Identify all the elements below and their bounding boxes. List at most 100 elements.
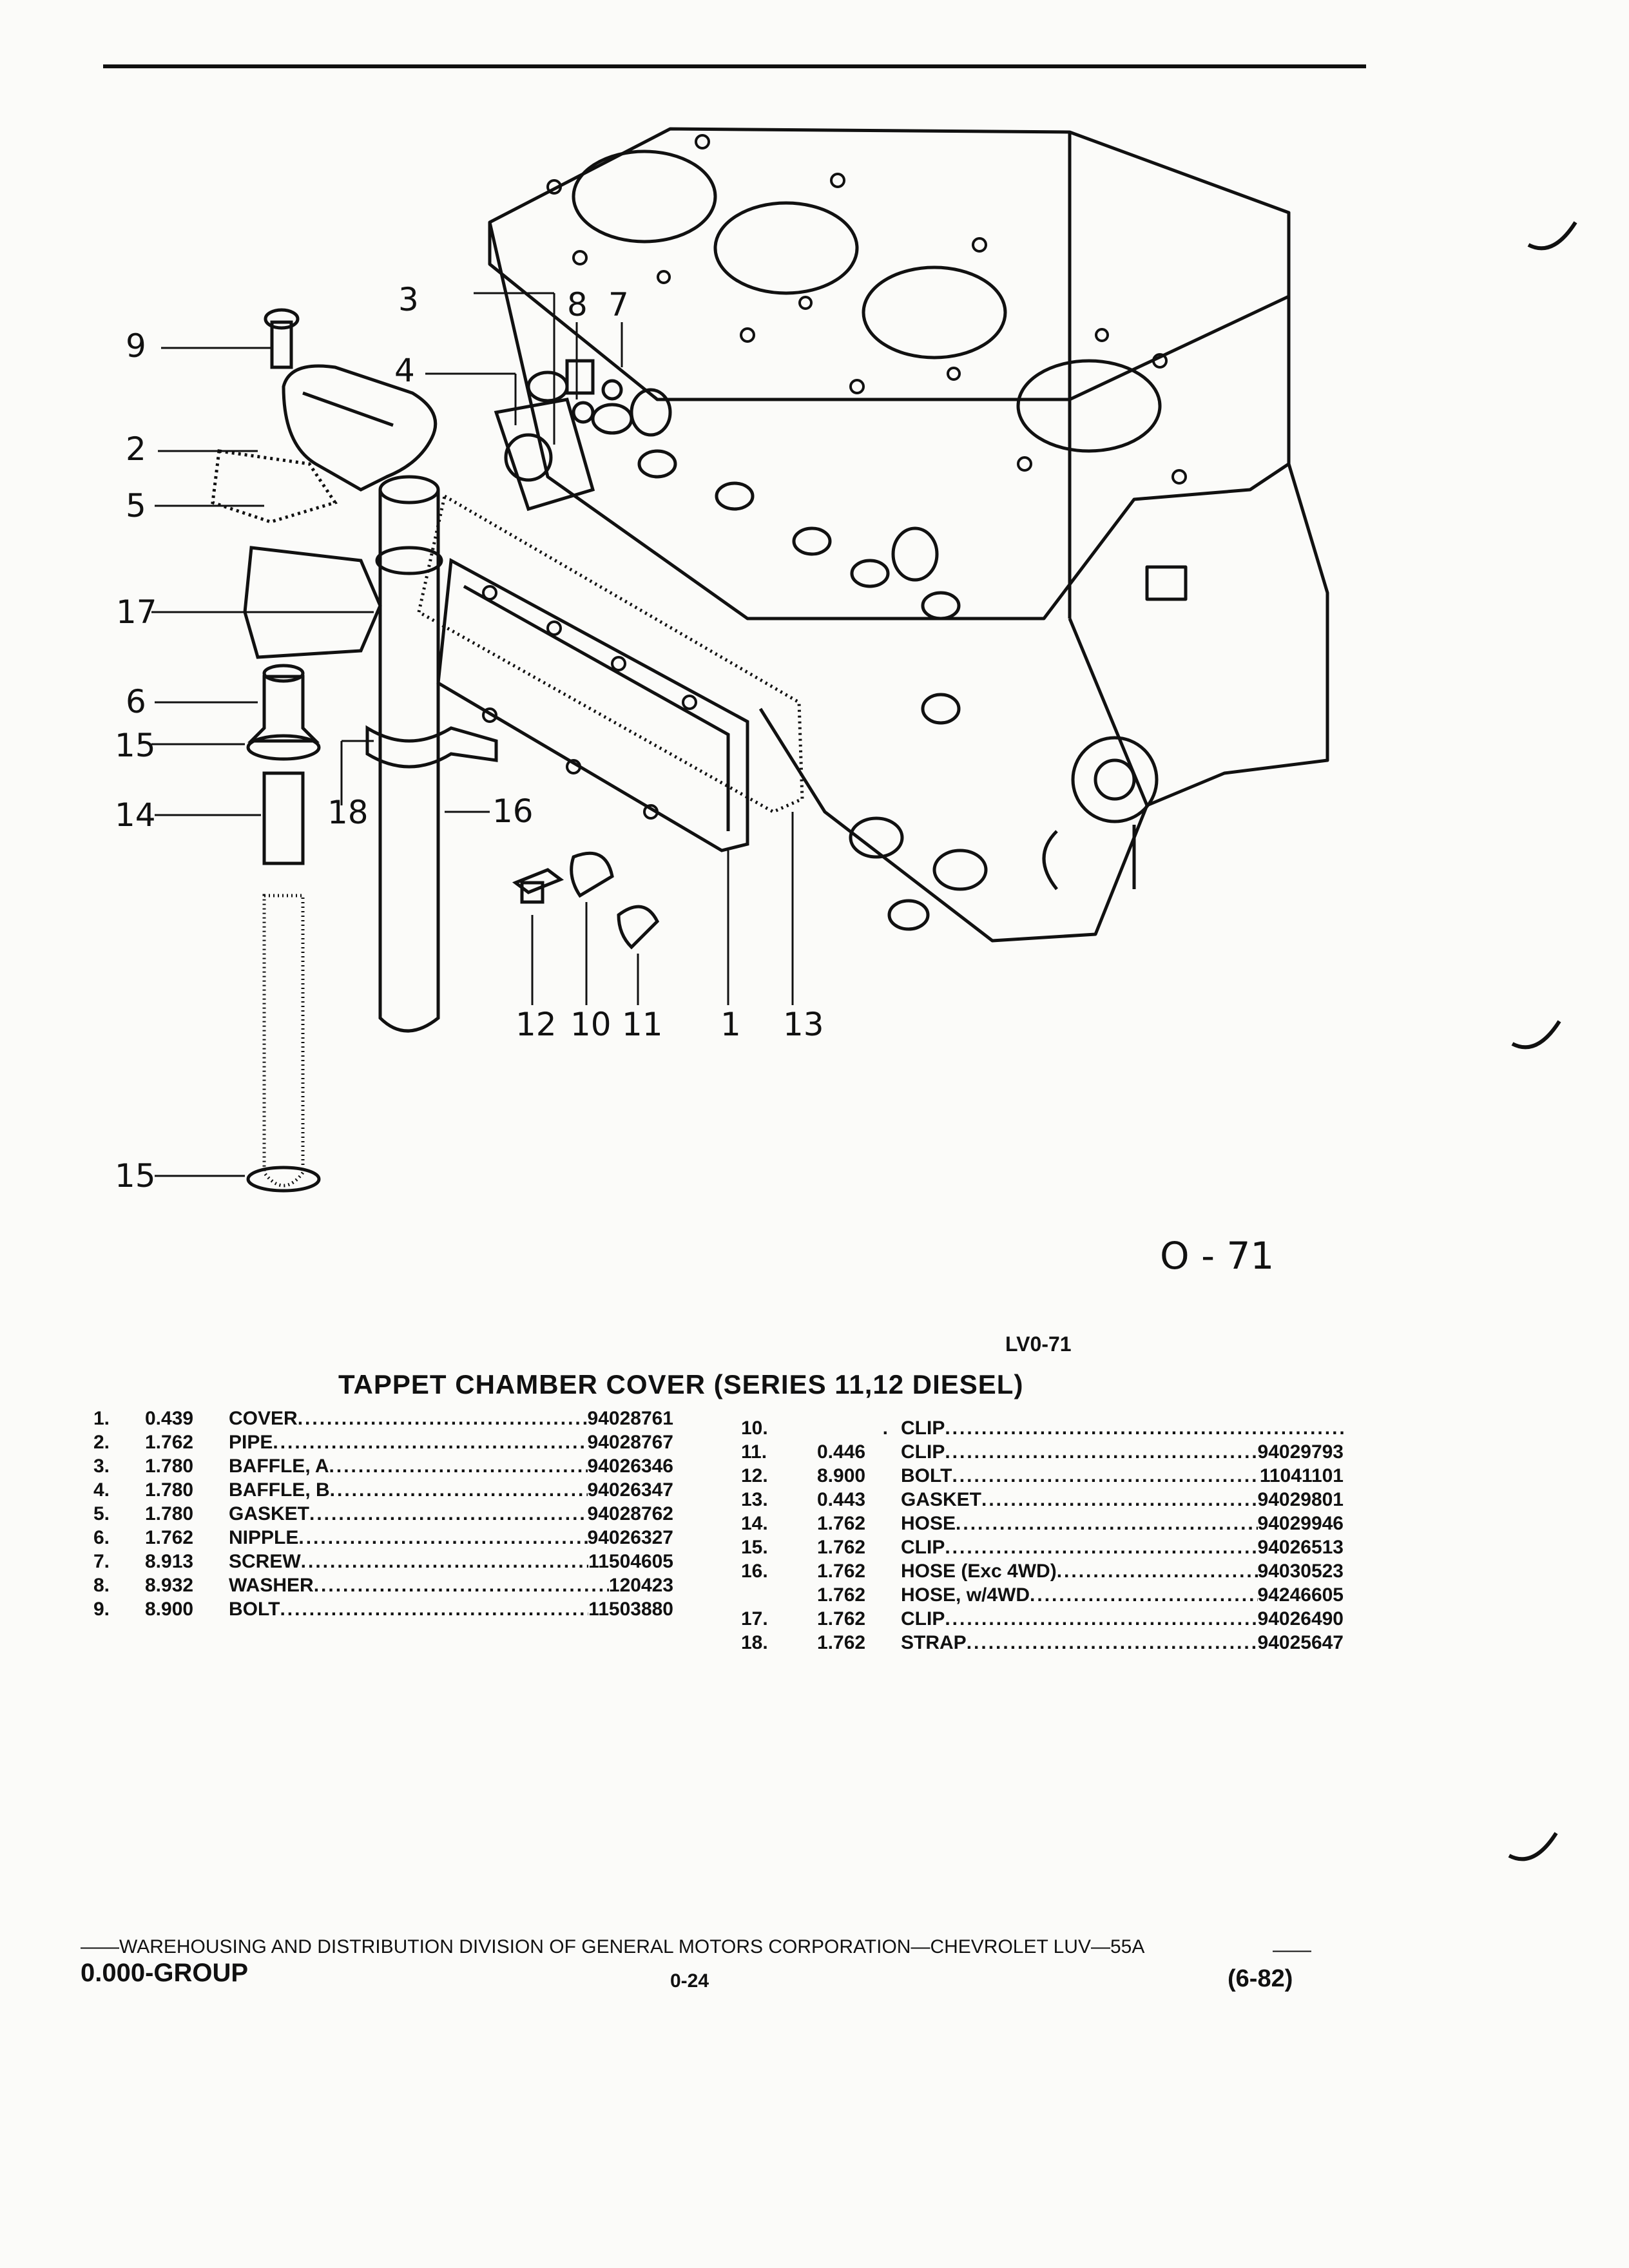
callout-label: 8 <box>567 286 588 323</box>
part-no: 94026513 <box>1257 1537 1344 1558</box>
part-number-label: 8. <box>93 1575 110 1596</box>
leader-dots <box>945 1607 1257 1631</box>
leader-dots <box>298 1407 588 1430</box>
part-number-label <box>741 1583 817 1607</box>
part-name: CLIP <box>901 1441 945 1463</box>
binder-mark-icon <box>1527 221 1577 251</box>
group-number: 0.446 <box>817 1441 866 1463</box>
part-name: BAFFLE, B <box>229 1479 330 1501</box>
part-no: 94028762 <box>587 1503 673 1524</box>
part-no: 11041101 <box>1259 1465 1344 1486</box>
part-name: HOSE, w/4WD <box>901 1584 1030 1606</box>
part-row: 18.1.762STRAP94025647 <box>741 1631 1344 1655</box>
leader-dots <box>945 1440 1257 1464</box>
figure-number: O - 71 <box>1160 1234 1275 1278</box>
hose-14 <box>262 771 305 865</box>
leader-dots <box>956 1512 1257 1535</box>
part-number-label: 10. <box>741 1418 768 1439</box>
group-number: 1.762 <box>817 1608 866 1629</box>
leader-dots <box>309 1502 588 1526</box>
callout-label: 4 <box>394 352 415 389</box>
leader-dots <box>945 1416 1344 1440</box>
group-number: 8.900 <box>145 1599 194 1620</box>
part-row: 10..CLIP <box>741 1416 1344 1440</box>
part-no: 94026327 <box>587 1527 673 1548</box>
part-no: 94026346 <box>587 1456 673 1477</box>
callout-label: 10 <box>570 1006 612 1043</box>
part-no: 94029801 <box>1257 1489 1344 1510</box>
leader-dots <box>981 1488 1258 1512</box>
callout-label: 16 <box>492 793 534 830</box>
baffle-5 <box>211 449 338 524</box>
part-name: CLIP <box>901 1418 945 1439</box>
cover-1 <box>436 558 749 852</box>
part-number-label: 17. <box>741 1608 768 1629</box>
part-no: 94246605 <box>1257 1584 1344 1606</box>
top-rule <box>103 64 1366 68</box>
part-no: 94030523 <box>1257 1561 1344 1582</box>
strap-18 <box>365 725 498 769</box>
part-row: 17.1.762CLIP94026490 <box>741 1607 1344 1631</box>
leader-dots <box>1030 1583 1257 1607</box>
part-row: 15.1.762CLIP94026513 <box>741 1535 1344 1559</box>
part-name: BAFFLE, A <box>229 1456 329 1477</box>
footer-date: (6-82) <box>1228 1965 1293 1992</box>
part-name: GASKET <box>901 1489 982 1510</box>
binder-mark-icon <box>1511 1020 1561 1050</box>
part-no: 94029946 <box>1257 1513 1344 1534</box>
part-number-label: 9. <box>93 1599 110 1620</box>
group-number: 1.780 <box>145 1503 194 1524</box>
part-number-label: 3. <box>93 1456 110 1477</box>
part-name: PIPE <box>229 1432 273 1453</box>
engine-block-diagram <box>151 127 1329 1193</box>
part-row: 13.0.443GASKET94029801 <box>741 1488 1344 1512</box>
part-name: BOLT <box>901 1465 952 1486</box>
part-name: COVER <box>229 1408 298 1429</box>
group-number: 1.762 <box>817 1632 866 1653</box>
part-name: CLIP <box>901 1537 945 1558</box>
part-name: CLIP <box>901 1608 945 1629</box>
part-row: 9.8.900BOLT11503880 <box>93 1597 673 1621</box>
callout-label: 18 <box>327 794 369 831</box>
footer-group: 0.000-GROUP <box>81 1959 249 1987</box>
leader-dots <box>1057 1559 1258 1583</box>
part-name: WASHER <box>229 1575 314 1596</box>
part-no: 94028761 <box>587 1408 673 1429</box>
callout-label: 13 <box>783 1006 824 1043</box>
part-row: 2.1.762PIPE94028767 <box>93 1430 673 1454</box>
part-number-label: 16. <box>741 1561 768 1582</box>
part-no: 94025647 <box>1257 1632 1344 1653</box>
part-number-label: 12. <box>741 1465 768 1486</box>
clip-15-upper <box>246 734 321 761</box>
footer-publisher-line: ——WAREHOUSING AND DISTRIBUTION DIVISION … <box>81 1936 1145 1957</box>
clip-15-lower <box>246 1166 321 1193</box>
part-number-label: 7. <box>93 1551 110 1572</box>
part-name: SCREW <box>229 1551 301 1572</box>
part-number-label: 6. <box>93 1527 110 1548</box>
part-row: 5.1.780GASKET94028762 <box>93 1502 673 1526</box>
callout-label: 5 <box>126 487 146 524</box>
part-row: 1.0.439COVER94028761 <box>93 1407 673 1430</box>
part-row: 8.8.932WASHER120423 <box>93 1573 673 1597</box>
footer-trailing-rule: —— <box>1273 1939 1311 1961</box>
callout-label: 15 <box>115 1157 156 1195</box>
callout-label: 3 <box>398 281 419 318</box>
part-row: 1.762 HOSE, w/4WD 94246605 <box>741 1583 1344 1607</box>
parts-list-right: 10..CLIP 11.0.446CLIP94029793 12.8.900BO… <box>741 1416 1344 1655</box>
footer-page-number: 0-24 <box>670 1970 709 1992</box>
gasket-13 <box>417 494 804 814</box>
part-name: BOLT <box>229 1599 280 1620</box>
group-number: 1.762 <box>145 1432 194 1453</box>
part-name: HOSE (Exc 4WD) <box>901 1561 1057 1582</box>
group-number: 1.762 <box>817 1584 866 1606</box>
baffle-4 <box>494 398 595 512</box>
part-no: 120423 <box>608 1575 673 1596</box>
callout-label: 7 <box>608 286 629 323</box>
part-row: 12.8.900BOLT11041101 <box>741 1464 1344 1488</box>
part-row: 11.0.446CLIP94029793 <box>741 1440 1344 1464</box>
part-row: 14.1.762HOSE94029946 <box>741 1512 1344 1535</box>
group-number: 8.913 <box>145 1551 194 1572</box>
callout-label: 1 <box>720 1006 741 1043</box>
